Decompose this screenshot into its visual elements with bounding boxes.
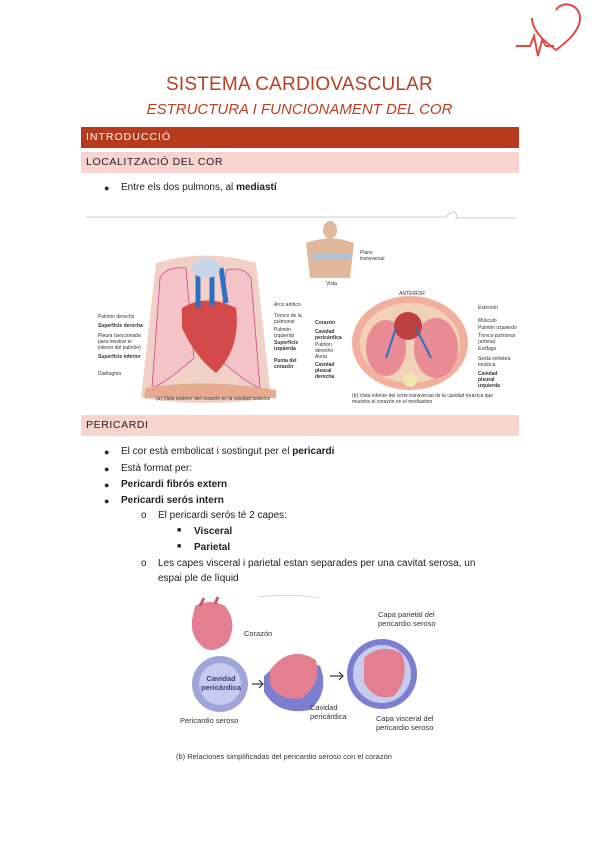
label-cavidad-ball: Cavidad pericárdica bbox=[200, 674, 242, 692]
pericardi-sub2-l1: Les capes visceral i parietal estan sepa… bbox=[158, 558, 476, 569]
circle-bullet: o bbox=[141, 558, 147, 569]
square-bullet: ■ bbox=[177, 543, 182, 550]
bullet-dot: ● bbox=[104, 183, 110, 193]
label-left-3: Superficie inferior bbox=[98, 354, 141, 360]
label-left-1: Superficie derecha bbox=[98, 323, 143, 329]
label-mid-4: Punta del corazón bbox=[274, 358, 297, 370]
pericardi-b2: Està format per: bbox=[121, 463, 193, 474]
pericardium-figure: Corazón Cavidad pericárdica Pericardio s… bbox=[170, 592, 436, 767]
pericardi-sub1b: Parietal bbox=[194, 542, 231, 553]
pericardi-sub2-l2: espai ple de líquid bbox=[158, 573, 239, 584]
page-subtitle: ESTRUCTURA I FUNCIONAMENT DEL COR bbox=[146, 101, 453, 118]
torso-label-1: Vista bbox=[326, 281, 338, 287]
label-left-4: Diafragma bbox=[98, 371, 122, 377]
cs-right-2: Pulmón izquierdo bbox=[478, 325, 517, 331]
section-localitzacio: LOCALITZACIÓ DEL COR bbox=[81, 152, 519, 173]
label-left-2: Pleura (seccionada para mostrar el inter… bbox=[98, 333, 141, 351]
section-pericardi: PERICARDI bbox=[81, 415, 519, 436]
label-pericardio-seroso: Pericardio seroso bbox=[180, 716, 239, 725]
square-bullet: ■ bbox=[177, 527, 182, 534]
label-cavidad: Cavidad pericárdica bbox=[310, 703, 347, 721]
label-mid-1: Tronco de la pulmonar bbox=[274, 313, 302, 325]
thorax-illustration bbox=[86, 211, 516, 403]
pericardium-illustration bbox=[191, 594, 417, 712]
localitzacio-text: Entre els dos pulmons, al mediastí bbox=[121, 182, 277, 193]
pericardi-b1: El cor està embolicat i sostingut per el… bbox=[121, 446, 335, 457]
cs-left-3: Aorta bbox=[315, 354, 327, 360]
cs-left-2: Pulmón derecho bbox=[315, 342, 334, 354]
cs-right-0: Esternón bbox=[478, 305, 499, 311]
torso-label-0: Plano transversal bbox=[360, 250, 385, 262]
caption-b: (b) Vista inferior del corte transversal… bbox=[352, 393, 494, 405]
label-corazon: Corazón bbox=[244, 629, 273, 638]
cs-left-0: Corazón bbox=[315, 320, 335, 326]
bullet-dot: ● bbox=[104, 447, 110, 457]
cs-left-1: Cavidad pericárdica bbox=[315, 329, 342, 341]
cs-right-3: Tronco pulmonar (arteria) bbox=[478, 333, 516, 345]
cs-right-4: Esófago bbox=[478, 346, 497, 352]
label-mid-3: Superficie izquierda bbox=[274, 340, 299, 352]
cs-right-5: Sexta vértebra torácica bbox=[478, 356, 511, 368]
label-mid-0: Arco aórtico bbox=[274, 302, 301, 308]
caption-a: (a) Vista anterior del corazón en la cav… bbox=[156, 396, 270, 402]
figure2-caption: (b) Relaciones simplificadas del pericar… bbox=[176, 752, 392, 761]
pericardi-sub1: El pericardi serós té 2 capes: bbox=[158, 510, 287, 521]
bullet-dot: ● bbox=[104, 496, 110, 506]
cs-right-6: Cavidad pleural izquierda bbox=[478, 371, 500, 389]
section-intro: INTRODUCCIÓ bbox=[81, 127, 519, 148]
label-capa-parietal: Capa parietal del pericardio seroso bbox=[378, 610, 436, 628]
bullet-dot: ● bbox=[104, 480, 110, 490]
heart-pulse-logo bbox=[516, 3, 582, 57]
thorax-figure: Pulmón derecho Superficie derecha Pleura… bbox=[86, 208, 518, 406]
pericardi-b3: Pericardi fibrós extern bbox=[121, 479, 228, 490]
pericardi-b4: Pericardi serós intern bbox=[121, 495, 224, 506]
circle-bullet: o bbox=[141, 510, 147, 521]
page-title: SISTEMA CARDIOVASCULAR bbox=[166, 74, 433, 95]
label-mid-2: Pulmón izquierdo bbox=[274, 327, 295, 339]
cs-right-1: Músculo bbox=[478, 318, 497, 324]
pericardi-sub1a: Visceral bbox=[194, 526, 233, 537]
bullet-dot: ● bbox=[104, 464, 110, 474]
label-capa-visceral: Capa visceral del pericardio seroso bbox=[376, 714, 434, 732]
cs-left-4: Cavidad pleural derecha bbox=[315, 362, 335, 380]
anterior-label: ANTERIOR bbox=[399, 291, 425, 297]
label-left-0: Pulmón derecho bbox=[98, 314, 135, 320]
